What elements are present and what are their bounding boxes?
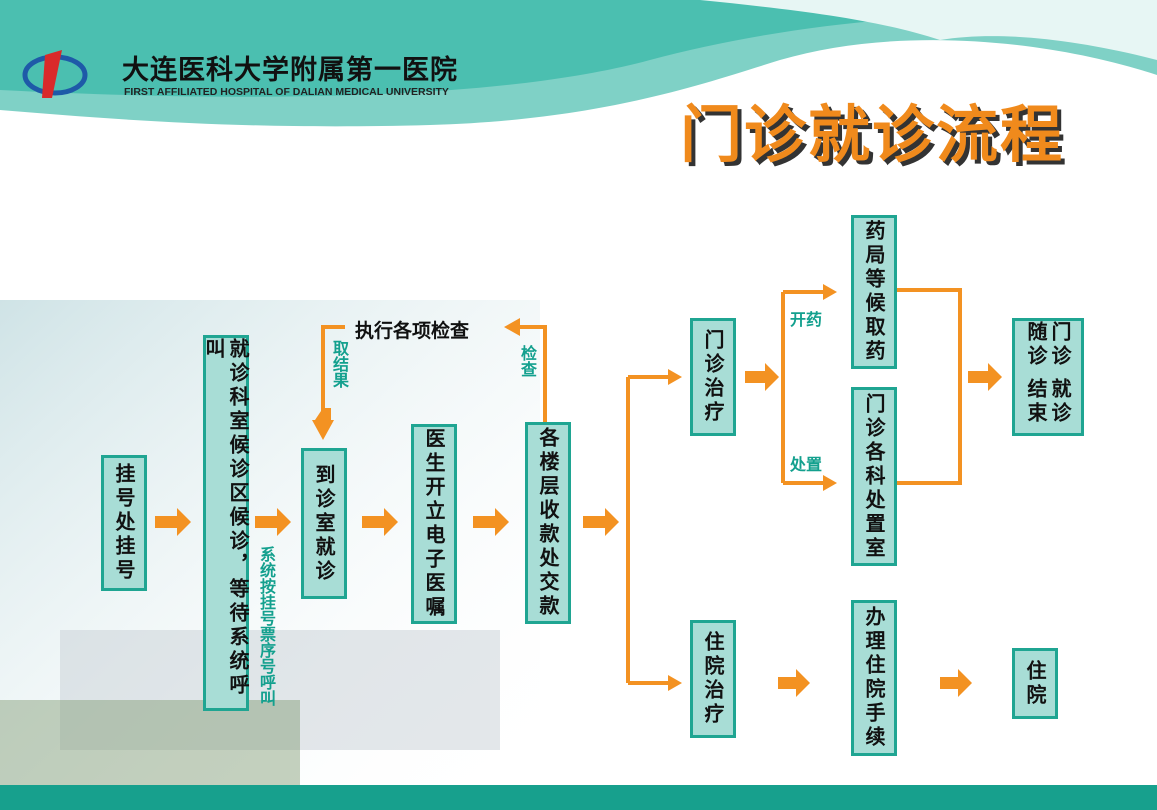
step-wait: 就诊科室候诊区候诊，等待系统呼叫	[202, 335, 250, 711]
step-followup: 门诊随诊 就诊结束	[1012, 318, 1084, 436]
step-exam: 执行各项检查	[355, 320, 470, 342]
label-dispose: 处置	[790, 455, 823, 474]
step-consult: 到诊室就诊	[301, 448, 347, 599]
step-inpatient: 住院治疗	[690, 620, 736, 738]
step-treatment-room: 门诊各科处置室	[851, 387, 897, 566]
label-check: 检查	[518, 345, 537, 377]
followup-line-1: 门诊随诊	[1024, 321, 1072, 369]
header-wave-dark	[0, 0, 1157, 97]
label-get-result: 取结果	[330, 340, 349, 388]
header-wave-light	[700, 0, 1157, 60]
label-medicine: 开药	[790, 310, 823, 329]
followup-line-2: 就诊结束	[1024, 378, 1072, 426]
step-order: 医生开立电子医嘱	[411, 424, 457, 624]
step-hospitalized: 住院	[1012, 648, 1058, 719]
page-title: 门诊就诊流程	[680, 98, 1065, 171]
logo-chinese-name: 大连医科大学附属第一医院	[122, 55, 458, 86]
step-pharmacy: 药局等候取药	[851, 215, 897, 369]
arrows	[155, 284, 1002, 697]
step-admission: 办理住院手续	[851, 600, 897, 756]
logo-english-name: FIRST AFFILIATED HOSPITAL OF DALIAN MEDI…	[124, 86, 449, 98]
step-outpatient: 门诊治疗	[690, 318, 736, 436]
footer-band	[0, 785, 1157, 810]
flow-lines	[321, 288, 962, 685]
label-call: 系统按挂号票序号呼叫	[257, 546, 276, 706]
step-pay: 各楼层收款处交款	[525, 422, 571, 624]
step-register: 挂号处挂号	[101, 455, 147, 591]
